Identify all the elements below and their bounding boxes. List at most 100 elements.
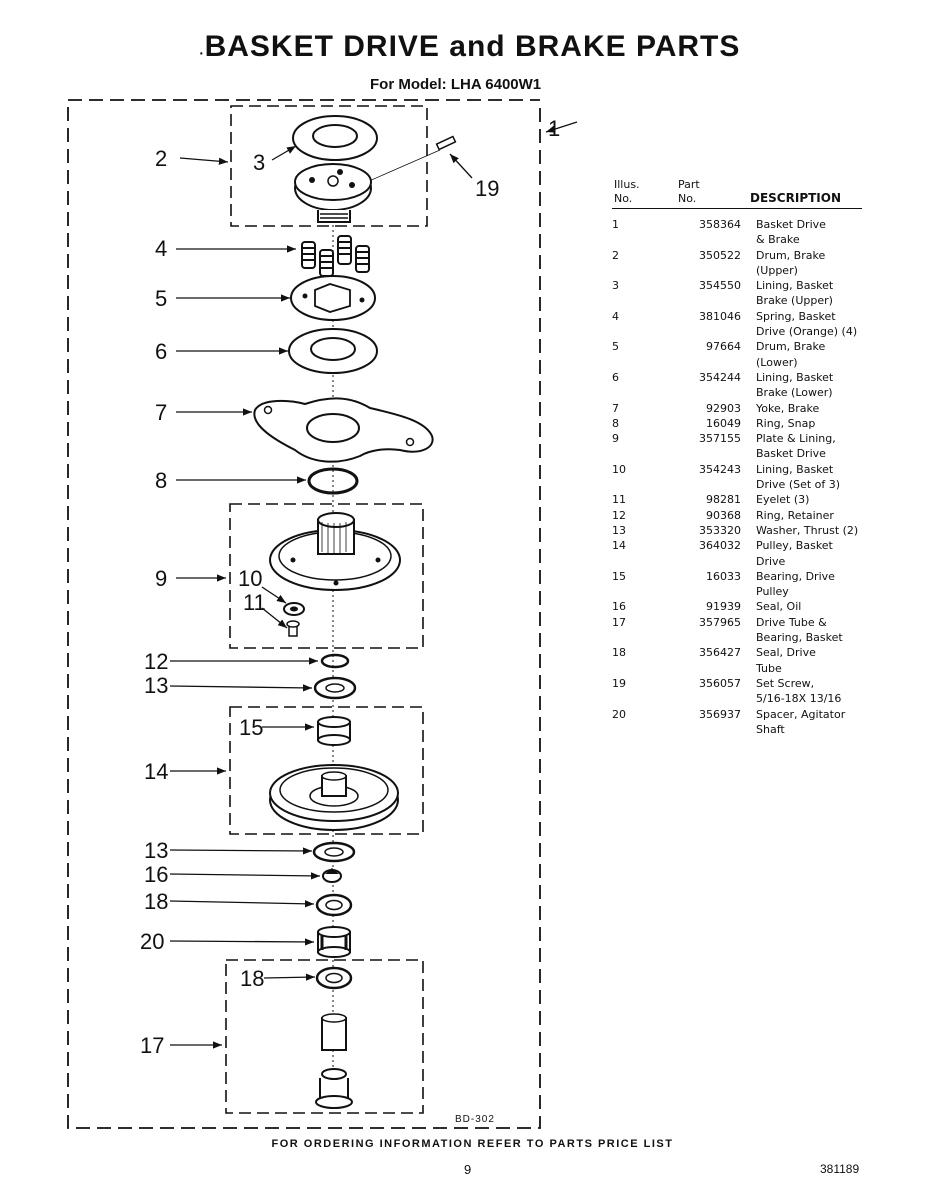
callout-13-lower: 13 bbox=[144, 838, 168, 863]
illus-number: 11 bbox=[612, 493, 626, 507]
part-number: 357965 bbox=[699, 615, 741, 629]
part-number: 358364 bbox=[699, 218, 741, 231]
callout-1: 1 bbox=[548, 116, 560, 141]
part-18-seal-upper bbox=[315, 893, 353, 917]
callout-11: 11 bbox=[243, 590, 266, 615]
part-description: Ring, Retainer bbox=[756, 508, 834, 522]
part-description: Yoke, Brake bbox=[756, 401, 820, 415]
part-number: 364032 bbox=[699, 539, 741, 553]
part-19-set-screw bbox=[359, 135, 457, 186]
part-number: 92903 bbox=[706, 401, 741, 415]
box-item-2 bbox=[230, 105, 428, 227]
callout-14: 14 bbox=[144, 759, 168, 784]
table-row: 10 354243 Lining, Basket Drive (Set of 3) bbox=[612, 462, 862, 493]
illus-number: 19 bbox=[612, 676, 626, 690]
part-20-spacer bbox=[317, 926, 351, 958]
part-number: 354243 bbox=[699, 462, 741, 476]
callout-15: 15 bbox=[239, 715, 263, 740]
illus-number: 1 bbox=[612, 218, 619, 231]
part-number: 354244 bbox=[699, 370, 741, 384]
part-17-drive-tube bbox=[315, 1013, 353, 1109]
part-description: Spring, Basket Drive (Orange) (4) bbox=[756, 309, 858, 339]
box-item-9 bbox=[229, 503, 424, 649]
part-7-brake-yoke bbox=[253, 397, 434, 463]
part-description: Drum, Brake (Lower) bbox=[756, 340, 826, 369]
illus-number: 4 bbox=[612, 309, 619, 323]
part-number: 91939 bbox=[706, 600, 741, 614]
illus-number: 12 bbox=[612, 508, 626, 522]
part-description: Lining, Basket Brake (Lower) bbox=[756, 370, 834, 400]
part-9-plate-lining bbox=[269, 512, 401, 591]
part-number: 356937 bbox=[699, 707, 741, 721]
illus-number: 18 bbox=[612, 646, 626, 660]
part-description: Spacer, Agitator Shaft bbox=[756, 707, 846, 736]
illus-number: 3 bbox=[612, 279, 619, 293]
part-description: Washer, Thrust (2) bbox=[756, 523, 859, 537]
callout-8: 8 bbox=[155, 468, 167, 493]
table-row: 5 97664 Drum, Brake (Lower) bbox=[612, 339, 862, 370]
illus-number: 10 bbox=[612, 462, 626, 476]
part-8-snap-ring bbox=[307, 467, 359, 495]
part-number: 353320 bbox=[699, 523, 741, 537]
illus-number: 8 bbox=[612, 416, 619, 430]
illus-number: 13 bbox=[612, 523, 626, 537]
part-number: 90368 bbox=[706, 508, 741, 522]
part-2-brake-drum-upper bbox=[294, 163, 372, 223]
part-description: Eyelet (3) bbox=[756, 493, 810, 507]
header-illus-line1: Illus. bbox=[614, 178, 640, 191]
header-description: DESCRIPTION bbox=[750, 191, 842, 205]
illus-number: 5 bbox=[612, 340, 619, 354]
part-description: Drive Tube & Bearing, Basket bbox=[756, 615, 843, 645]
illus-number: 17 bbox=[612, 615, 626, 629]
part-description: Lining, Basket Drive (Set of 3) bbox=[756, 462, 841, 492]
part-number: 357155 bbox=[699, 432, 741, 446]
illus-number: 15 bbox=[612, 569, 626, 583]
parts-table-header: Illus. No. Part No. DESCRIPTION bbox=[612, 175, 862, 209]
box-item-14 bbox=[229, 706, 424, 835]
illus-number: 2 bbox=[612, 248, 619, 262]
part-description: Seal, Oil bbox=[756, 600, 802, 614]
part-description: Bearing, Drive Pulley bbox=[756, 569, 835, 599]
part-description: Drum, Brake (Upper) bbox=[756, 248, 826, 277]
part-10-lining-pin bbox=[286, 620, 300, 637]
header-illus-line2: No. bbox=[614, 192, 633, 205]
table-row: 3 354550 Lining, Basket Brake (Upper) bbox=[612, 278, 862, 309]
part-3-lining-upper bbox=[292, 115, 378, 161]
leader-lines bbox=[169, 121, 578, 1049]
header-part-line1: Part bbox=[678, 178, 700, 191]
part-description: Plate & Lining, Basket Drive bbox=[756, 432, 836, 461]
part-number: 356427 bbox=[699, 646, 741, 660]
part-number: 356057 bbox=[699, 676, 741, 690]
header-part-line2: No. bbox=[678, 192, 697, 205]
assembly-outline bbox=[67, 99, 541, 1129]
part-description: Lining, Basket Brake (Upper) bbox=[756, 279, 834, 308]
callout-12: 12 bbox=[144, 649, 168, 674]
callout-2: 2 bbox=[155, 146, 167, 171]
part-number: 354550 bbox=[699, 279, 741, 293]
table-row: 11 98281 Eyelet (3) bbox=[612, 492, 862, 507]
illus-number: 14 bbox=[612, 539, 626, 553]
callout-5: 5 bbox=[155, 286, 167, 311]
page-title: BASKET DRIVE and BRAKE PARTS bbox=[204, 30, 741, 63]
part-15-bearing bbox=[317, 716, 351, 746]
callout-16: 16 bbox=[144, 862, 168, 887]
part-12-retainer-ring bbox=[320, 653, 350, 669]
model-subtitle: For Model: LHA 6400W1 bbox=[370, 76, 542, 93]
callout-20: 20 bbox=[140, 929, 164, 954]
callout-17: 17 bbox=[140, 1033, 164, 1058]
table-row: 12 90368 Ring, Retainer bbox=[612, 508, 862, 523]
part-description: Pulley, Basket Drive bbox=[756, 539, 833, 568]
callout-9: 9 bbox=[155, 566, 167, 591]
part-number: 98281 bbox=[706, 493, 741, 507]
part-number: 97664 bbox=[706, 340, 741, 354]
